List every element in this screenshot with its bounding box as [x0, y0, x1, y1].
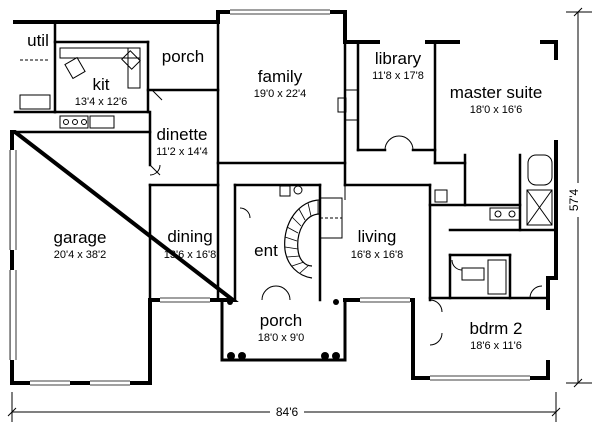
doors: [149, 89, 543, 346]
room-dim-library: 11'8 x 17'8: [372, 70, 424, 82]
room-dim-dinette: 11'2 x 14'4: [156, 146, 208, 158]
porch-front-walls: [220, 298, 347, 362]
room-name-porch-top: porch: [162, 47, 205, 66]
door-swing: [429, 299, 443, 346]
room-labels: util porch kit 13'4 x 12'6 family 19'0 x…: [27, 31, 542, 352]
windows: [10, 9, 559, 386]
door-swing: [151, 89, 163, 101]
column: [227, 299, 233, 305]
door-swing: [239, 207, 251, 219]
bath2-vanity: [461, 267, 485, 281]
room-name-ent: ent: [254, 241, 278, 260]
room-name-kit: kit: [93, 75, 110, 94]
column: [332, 352, 340, 360]
room-name-master-suite: master suite: [450, 83, 543, 102]
kitchen-counter: [127, 47, 141, 89]
column: [238, 352, 246, 360]
bath2-tub: [487, 259, 507, 295]
range: [59, 115, 89, 129]
room-dim-garage: 20'4 x 38'2: [54, 249, 107, 261]
sink: [494, 210, 502, 218]
sink: [508, 210, 516, 218]
fixtures: [19, 47, 553, 295]
kitchen-sink: [121, 50, 141, 70]
room-dim-porch-front: 18'0 x 9'0: [258, 332, 304, 344]
room-dim-dining: 13'6 x 16'8: [164, 249, 217, 261]
room-dim-bdrm2: 18'6 x 11'6: [470, 340, 522, 352]
room-dim-kit: 13'4 x 12'6: [75, 96, 128, 108]
fireplace: [344, 89, 359, 121]
room-name-garage: garage: [54, 228, 107, 247]
room-dim-family: 19'0 x 22'4: [254, 88, 307, 100]
master-tub: [527, 154, 553, 186]
powder-vanity: [279, 185, 291, 197]
overall-depth: 57'4: [567, 189, 581, 212]
cooktop-burner: [63, 119, 69, 125]
door-swing: [384, 135, 414, 151]
room-name-dinette: dinette: [156, 125, 207, 144]
overall-dimension-labels: 84'6 57'4: [270, 183, 585, 419]
room-name-util: util: [27, 31, 49, 50]
overall-width: 84'6: [276, 405, 299, 419]
cooktop-burner: [72, 119, 78, 125]
porch-columns: [227, 299, 340, 360]
counter: [19, 94, 51, 110]
master-wc: [434, 189, 448, 203]
room-name-bdrm2: bdrm 2: [470, 319, 523, 338]
kitchen-island: [64, 56, 86, 80]
door-swing: [149, 164, 161, 176]
room-name-dining: dining: [167, 227, 212, 246]
powder-wc: [293, 185, 303, 195]
column: [333, 299, 339, 305]
fireplace-hearth: [337, 97, 347, 113]
room-name-family: family: [258, 67, 303, 86]
room-name-living: living: [358, 227, 397, 246]
staircase: [284, 199, 321, 279]
room-name-library: library: [375, 49, 422, 68]
column: [227, 352, 235, 360]
door-swing: [451, 259, 463, 271]
column: [321, 352, 329, 360]
cooktop-burner: [81, 119, 87, 125]
master-shower: [526, 189, 553, 226]
room-name-porch-front: porch: [260, 311, 303, 330]
room-dim-master-suite: 18'0 x 16'6: [470, 104, 523, 116]
master-vanity: [489, 207, 521, 221]
door-swing: [529, 285, 543, 299]
window-sills: [9, 9, 530, 386]
counter: [89, 115, 115, 129]
door-swing: [261, 285, 291, 301]
room-dim-living: 16'8 x 16'8: [351, 249, 404, 261]
